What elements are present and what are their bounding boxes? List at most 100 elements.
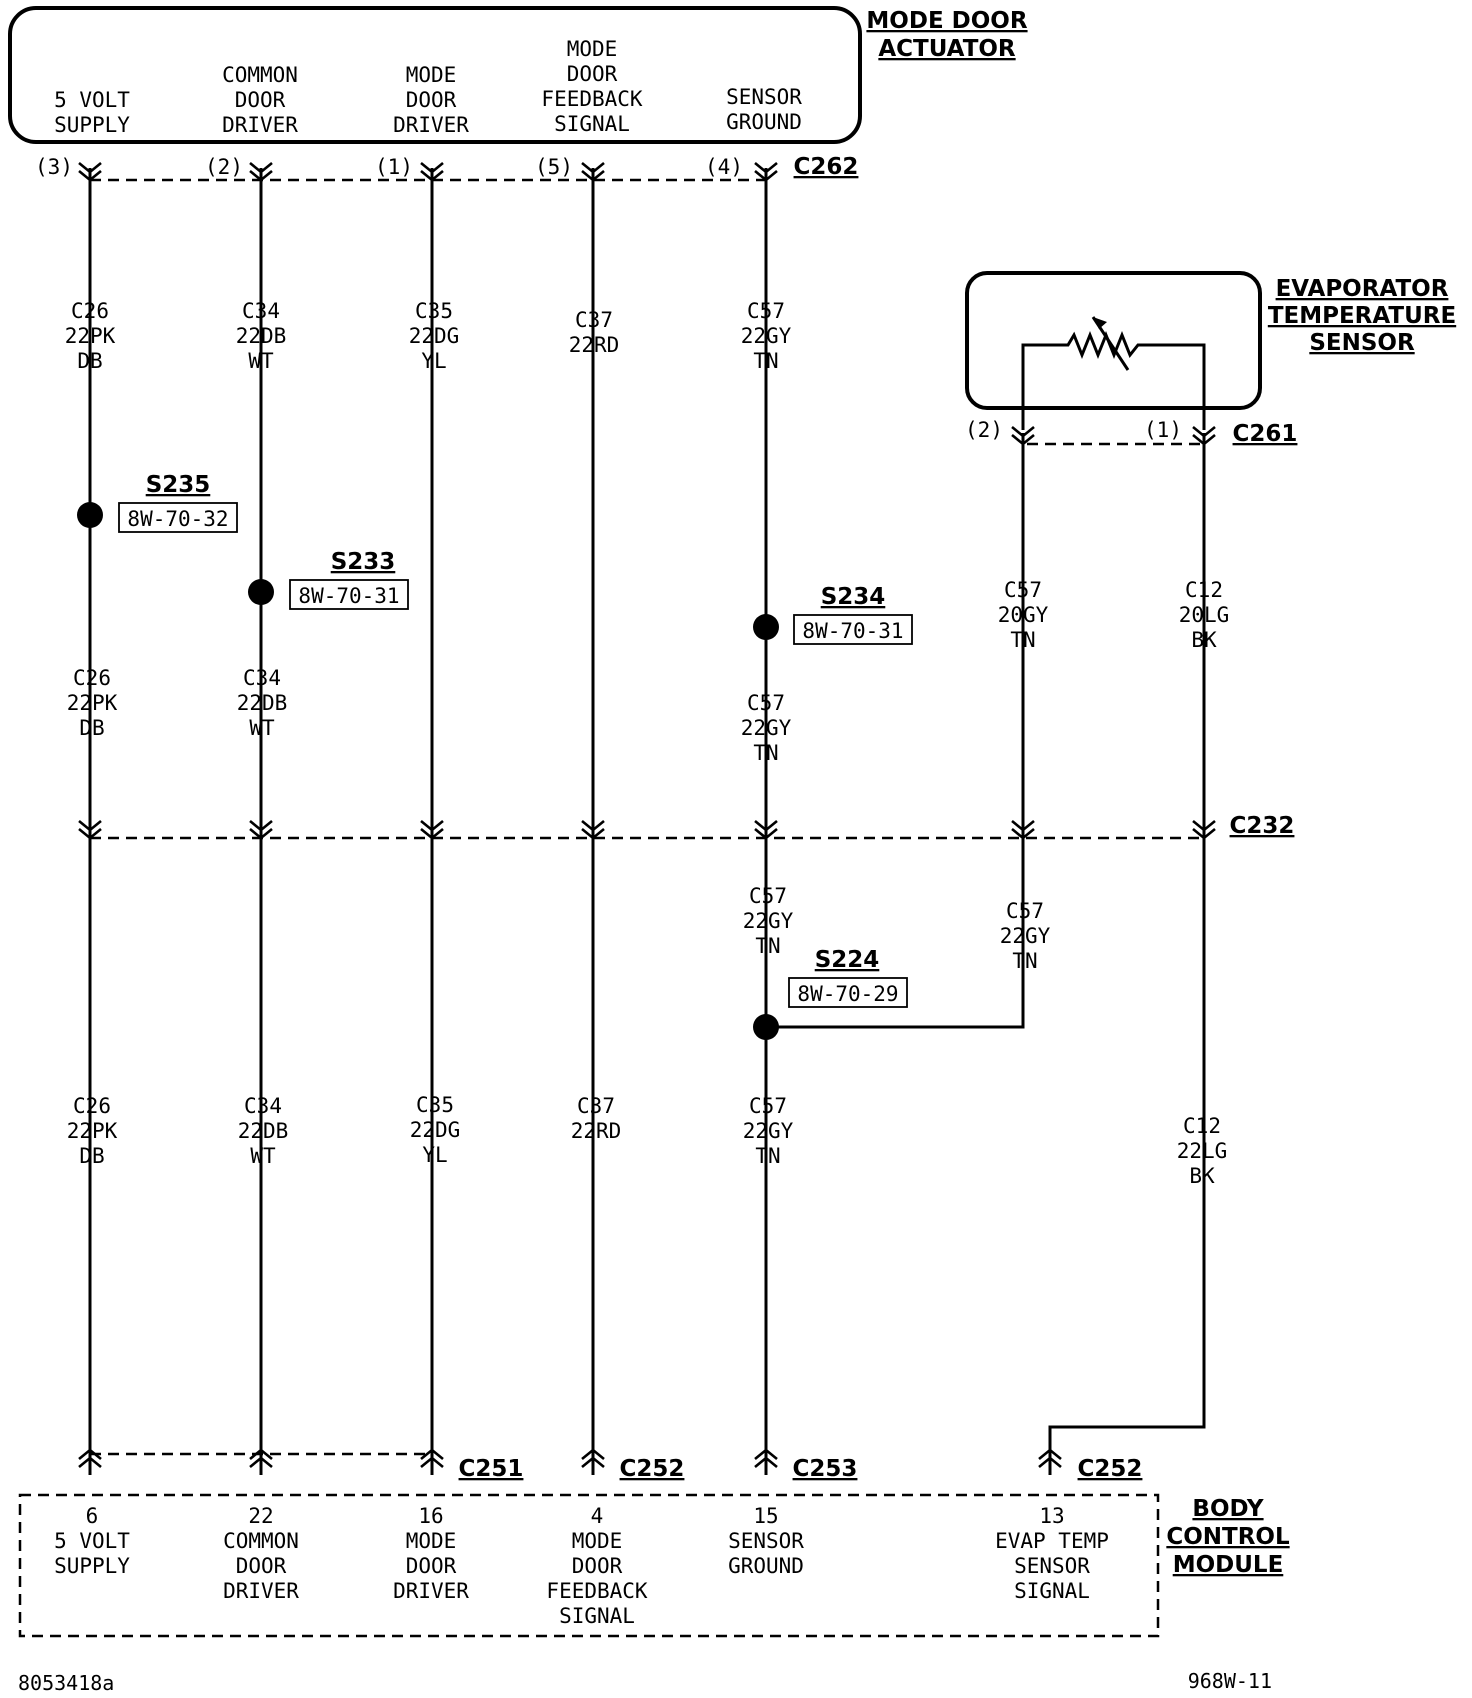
- svg-text:C12: C12: [1183, 1114, 1221, 1138]
- bcm-connector-chevron: [249, 1448, 273, 1469]
- splice-ref: 8W-70-29: [797, 982, 898, 1006]
- splice-s224: S224 8W-70-29: [753, 947, 908, 1040]
- wire-c57-evap: [766, 433, 1025, 1029]
- svg-text:22GY: 22GY: [1000, 924, 1051, 948]
- svg-text:C12: C12: [1185, 578, 1223, 602]
- svg-text:DOOR: DOOR: [235, 88, 286, 112]
- bcm-pin-4: 4 MODE DOOR FEEDBACK SIGNAL: [546, 1504, 648, 1628]
- svg-text:YL: YL: [422, 1143, 447, 1167]
- svg-text:DOOR: DOOR: [406, 1554, 457, 1578]
- svg-text:GROUND: GROUND: [728, 1554, 804, 1578]
- svg-text:C57: C57: [749, 884, 787, 908]
- wire-label-c26-lower: C26 22PK DB: [67, 1094, 118, 1168]
- svg-text:TN: TN: [753, 349, 778, 373]
- wire-label-c26-upper: C26 22PK DB: [65, 299, 116, 373]
- c232-chevron: [420, 819, 444, 840]
- svg-text:DRIVER: DRIVER: [393, 113, 469, 137]
- svg-text:C34: C34: [242, 299, 280, 323]
- svg-text:SENSOR: SENSOR: [728, 1529, 804, 1553]
- evap-sensor-title-line3: SENSOR: [1309, 330, 1415, 356]
- c261-cavity-2: (2): [965, 418, 1003, 442]
- c262-chevron: [249, 161, 273, 182]
- splice-id: S233: [331, 549, 396, 575]
- svg-text:5 VOLT: 5 VOLT: [54, 1529, 130, 1553]
- wire-label-c12-lower: C12 22LG BK: [1177, 1114, 1228, 1188]
- svg-text:DB: DB: [79, 716, 104, 740]
- svg-text:C26: C26: [73, 1094, 111, 1118]
- svg-text:FEEDBACK: FEEDBACK: [541, 87, 643, 111]
- svg-text:22RD: 22RD: [571, 1119, 622, 1143]
- splice-ref: 8W-70-32: [127, 507, 228, 531]
- footer-right-code: 968W-11: [1188, 1669, 1272, 1693]
- c232-chevron: [754, 819, 778, 840]
- svg-text:22GY: 22GY: [741, 716, 792, 740]
- svg-text:EVAP TEMP: EVAP TEMP: [995, 1529, 1109, 1553]
- svg-text:MODE: MODE: [567, 37, 618, 61]
- svg-text:C57: C57: [747, 299, 785, 323]
- wire-label-c57-mid: C57 22GY TN: [741, 691, 792, 765]
- svg-text:15: 15: [753, 1504, 778, 1528]
- svg-text:22: 22: [248, 1504, 273, 1528]
- c262-chevron: [78, 161, 102, 182]
- actuator-pin-5v-label: 5 VOLT SUPPLY: [54, 88, 130, 137]
- svg-text:SUPPLY: SUPPLY: [54, 113, 130, 137]
- c232-connector-label: C232: [1230, 813, 1295, 839]
- svg-text:22DG: 22DG: [410, 1118, 461, 1142]
- wire-label-c34-lower: C34 22DB WT: [238, 1094, 289, 1168]
- splice-dot: [753, 1014, 779, 1040]
- svg-text:4: 4: [591, 1504, 604, 1528]
- svg-text:DOOR: DOOR: [572, 1554, 623, 1578]
- svg-text:YL: YL: [421, 349, 446, 373]
- svg-text:C37: C37: [575, 308, 613, 332]
- svg-text:SIGNAL: SIGNAL: [1014, 1579, 1090, 1603]
- svg-text:WT: WT: [248, 349, 274, 373]
- svg-text:20GY: 20GY: [998, 603, 1049, 627]
- svg-text:MODE: MODE: [406, 63, 457, 87]
- splice-dot: [248, 579, 274, 605]
- svg-text:DOOR: DOOR: [567, 62, 618, 86]
- splice-id: S235: [146, 472, 211, 498]
- svg-text:22RD: 22RD: [569, 333, 620, 357]
- c261-chevron: [1011, 425, 1035, 446]
- svg-text:TN: TN: [1012, 949, 1037, 973]
- c262-cavity-3: (3): [35, 155, 73, 179]
- actuator-pin-sensor-ground-label: SENSOR GROUND: [726, 85, 802, 134]
- svg-text:C35: C35: [415, 299, 453, 323]
- wire-label-c34-upper: C34 22DB WT: [236, 299, 287, 373]
- bcm-pin-22: 22 COMMON DOOR DRIVER: [223, 1504, 299, 1603]
- svg-text:C57: C57: [747, 691, 785, 715]
- svg-text:SUPPLY: SUPPLY: [54, 1554, 130, 1578]
- svg-text:WT: WT: [250, 1144, 276, 1168]
- svg-text:22DB: 22DB: [237, 691, 288, 715]
- svg-text:C26: C26: [71, 299, 109, 323]
- svg-text:DOOR: DOOR: [236, 1554, 287, 1578]
- c232-chevron: [249, 819, 273, 840]
- svg-text:MODE: MODE: [572, 1529, 623, 1553]
- c232-chevron: [1011, 819, 1035, 840]
- svg-text:DRIVER: DRIVER: [223, 1579, 299, 1603]
- wire-c12: [1048, 433, 1206, 1475]
- evap-sensor-box: [965, 271, 1262, 410]
- svg-text:22PK: 22PK: [67, 691, 118, 715]
- wire-label-c37-lower: C37 22RD: [571, 1094, 622, 1143]
- wire-label-c57-upper: C57 22GY TN: [741, 299, 792, 373]
- svg-text:6: 6: [86, 1504, 99, 1528]
- svg-text:C57: C57: [749, 1094, 787, 1118]
- evap-sensor-title-line1: EVAPORATOR: [1276, 276, 1449, 302]
- c262-chevron: [420, 161, 444, 182]
- thermistor-circuit: [1021, 330, 1206, 430]
- svg-text:COMMON: COMMON: [222, 63, 298, 87]
- svg-text:WT: WT: [249, 716, 275, 740]
- svg-text:22DB: 22DB: [236, 324, 287, 348]
- svg-text:TN: TN: [755, 1144, 780, 1168]
- c232-chevron: [581, 819, 605, 840]
- wire-label-c57-below-c232: C57 22GY TN: [743, 884, 794, 958]
- bcm-box: [18, 1493, 1160, 1638]
- bcm-pin-13: 13 EVAP TEMP SENSOR SIGNAL: [995, 1504, 1109, 1603]
- actuator-pin-common-label: COMMON DOOR DRIVER: [222, 63, 298, 137]
- bcm-connector-chevron: [420, 1448, 444, 1469]
- mode-door-actuator-title-line1: MODE DOOR: [866, 8, 1027, 34]
- wire-label-c57-evap: C57 20GY TN: [998, 578, 1049, 652]
- c262-chevron: [754, 161, 778, 182]
- svg-text:C57: C57: [1006, 899, 1044, 923]
